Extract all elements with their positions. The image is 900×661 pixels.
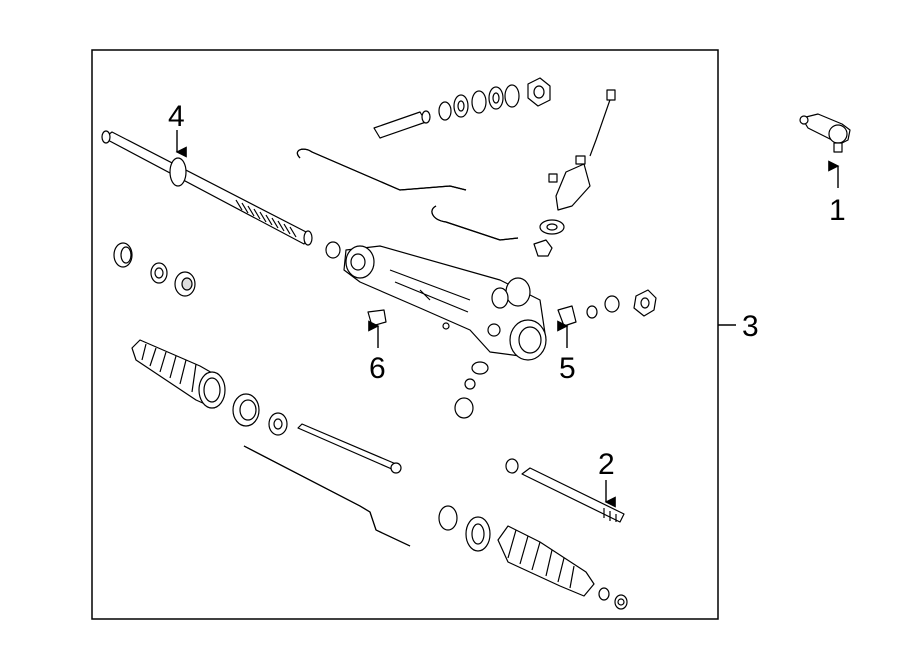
adjuster-plug-parts	[454, 361, 489, 419]
right-boot	[438, 505, 628, 610]
assembly-frame	[91, 49, 719, 620]
boot-clamps	[232, 393, 288, 436]
callout-3: 3	[742, 310, 759, 343]
callout-2: 2	[598, 448, 615, 481]
callout-1: 1	[829, 194, 846, 227]
port-fittings	[557, 289, 657, 327]
callout-5: 5	[559, 352, 576, 385]
fluid-lines	[296, 148, 519, 241]
plug-fitting	[367, 309, 387, 327]
rack-seal-set	[113, 242, 196, 297]
inner-tie-rod-right	[505, 458, 625, 523]
left-boot	[131, 339, 226, 409]
tie-rod-end-part	[799, 113, 851, 153]
callout-4: 4	[168, 100, 185, 133]
inner-tie-rod-left	[297, 423, 402, 474]
input-shaft-valve	[373, 77, 551, 139]
rack-shaft-part	[101, 130, 313, 246]
steering-gear-housing	[325, 241, 547, 361]
callout-6: 6	[369, 352, 386, 385]
pinion-sensor	[533, 89, 616, 257]
transfer-rod	[243, 445, 411, 547]
